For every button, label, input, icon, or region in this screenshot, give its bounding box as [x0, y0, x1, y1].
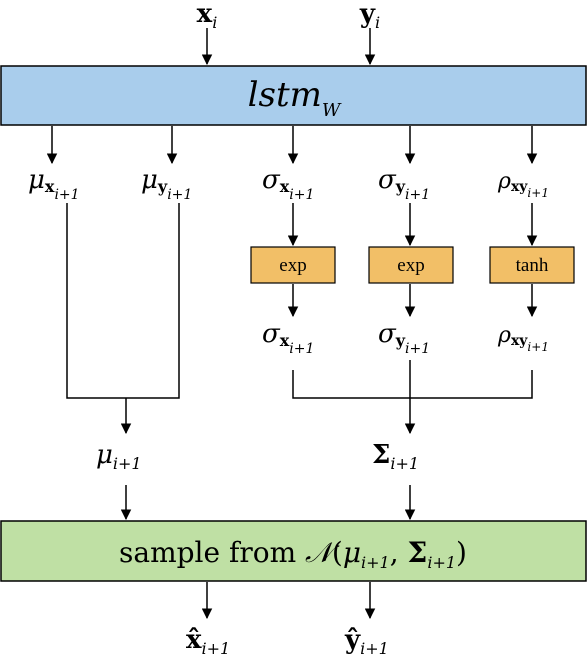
output-y-label: ŷi+1	[344, 625, 389, 658]
combined-mu: μi+1	[96, 440, 142, 473]
exp-label-y: exp	[397, 255, 424, 276]
sigma-bracket	[292, 370, 533, 399]
mu-bracket	[66, 203, 180, 399]
exp-label-x: exp	[279, 255, 306, 276]
combined-sigma: Σi+1	[372, 440, 419, 473]
output-x-label: x̂i+1	[186, 625, 230, 658]
sample-box	[0, 520, 587, 582]
sample-label: sample from 𝒩(μi+1, Σi+1)	[119, 536, 467, 572]
param-rho-xy: ρxyi+1	[497, 169, 549, 200]
param-mu-y: μyi+1	[141, 165, 192, 203]
param-sigma-x: σxi+1	[262, 165, 314, 203]
transformed-sigma-y: σyi+1	[378, 319, 430, 357]
exp-box-y	[368, 246, 454, 284]
transformed-rho-xy: ρxyi+1	[497, 323, 549, 354]
lstm-box	[0, 65, 587, 126]
exp-box-x	[250, 246, 336, 284]
input-y-label: yi	[359, 0, 380, 32]
input-x-label: xi	[197, 0, 218, 32]
param-mu-x: μxi+1	[28, 165, 80, 203]
lstm-label: lstmW	[248, 75, 342, 121]
tanh-label: tanh	[516, 255, 549, 276]
param-sigma-y: σyi+1	[378, 165, 430, 203]
transformed-sigma-x: σxi+1	[262, 319, 314, 357]
tanh-box	[489, 246, 575, 284]
